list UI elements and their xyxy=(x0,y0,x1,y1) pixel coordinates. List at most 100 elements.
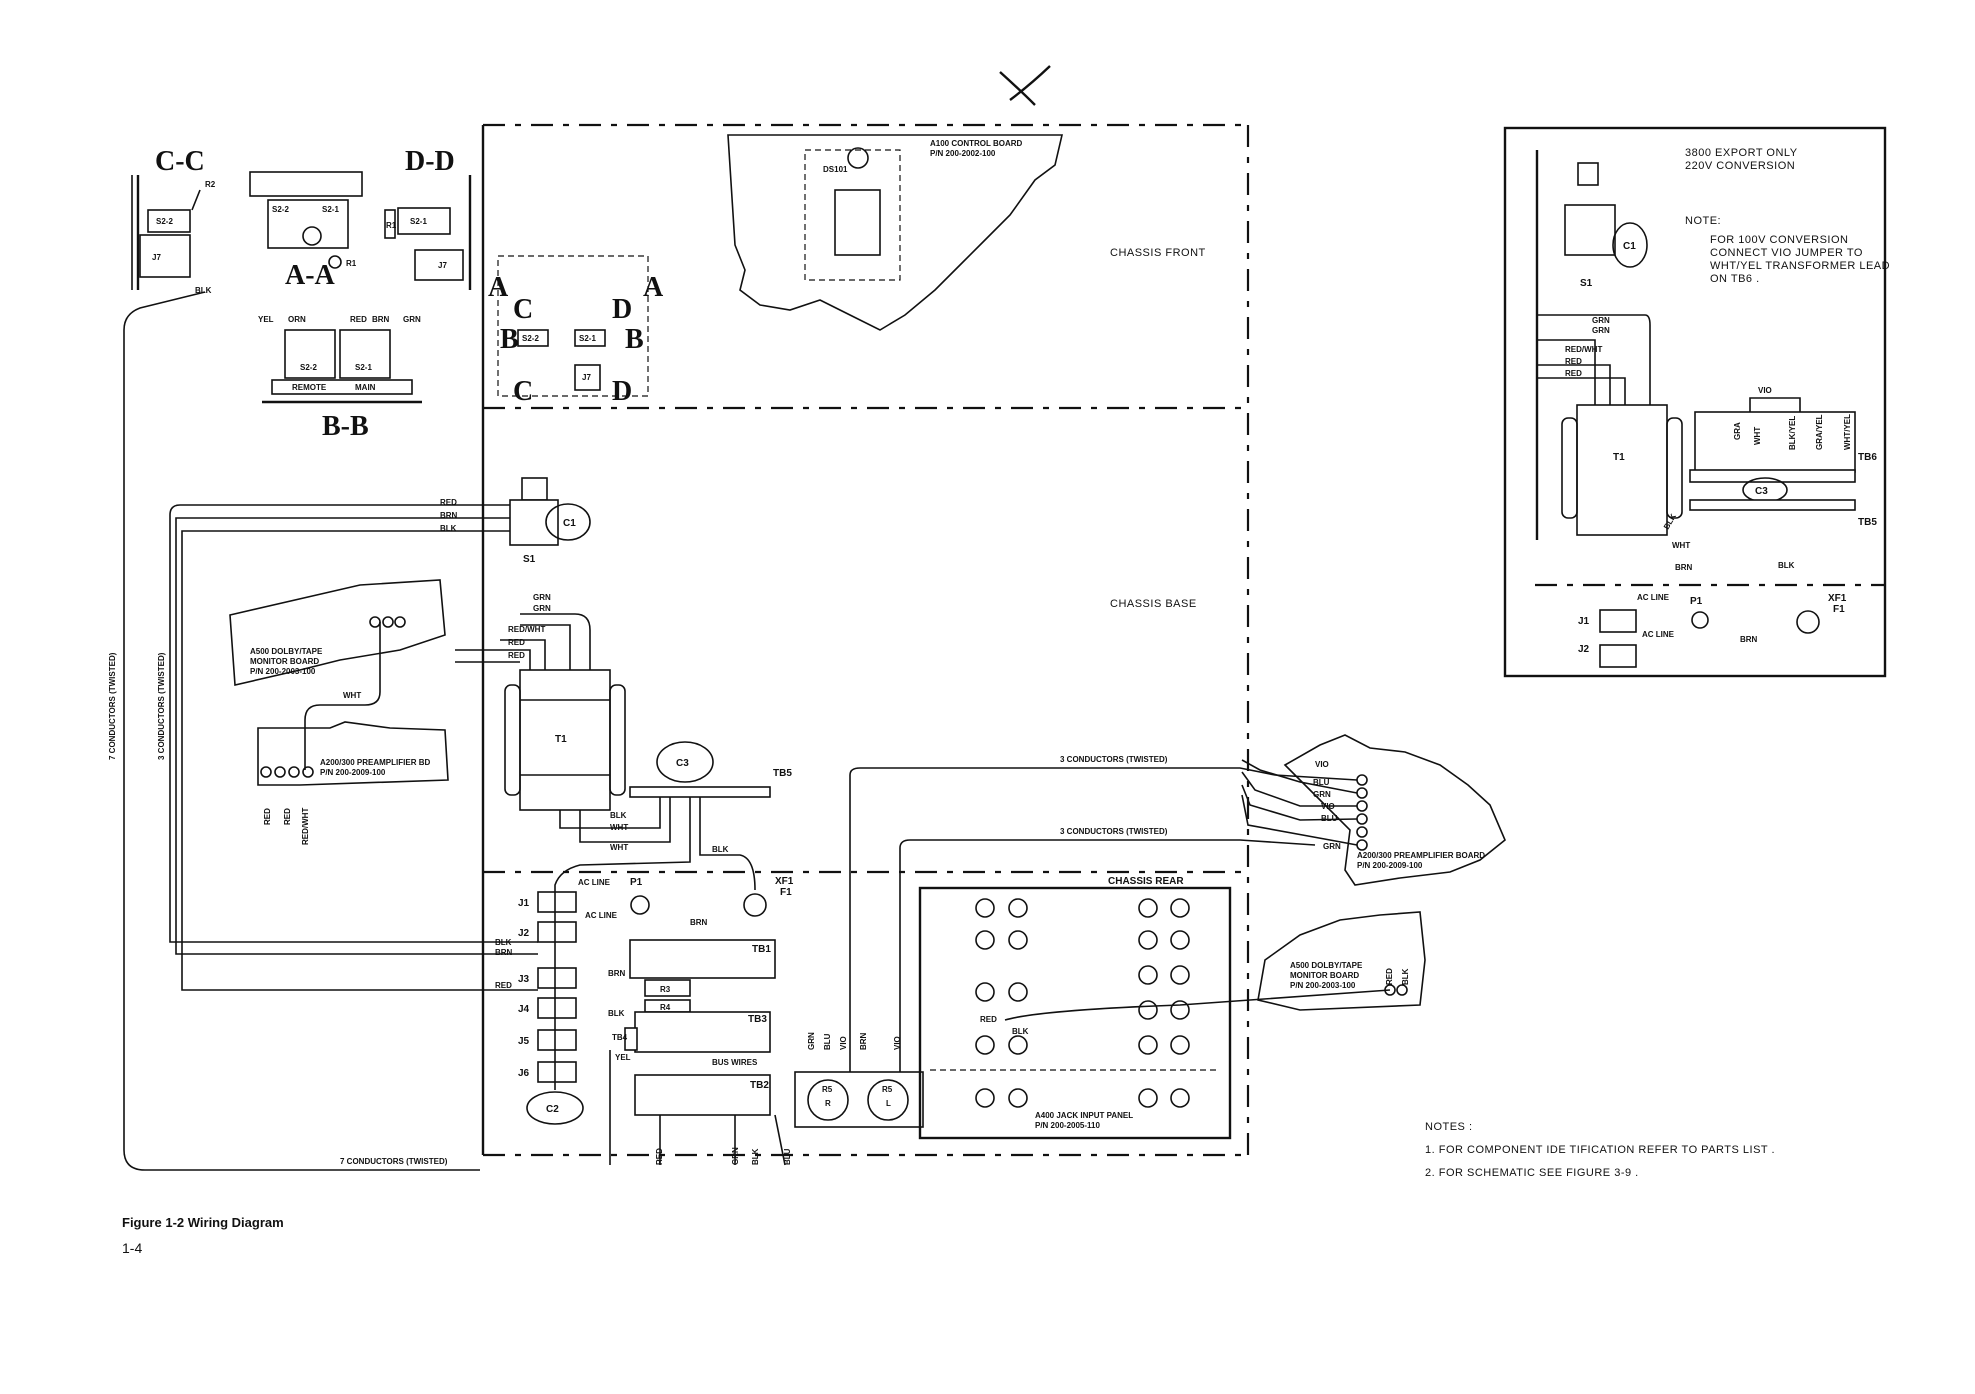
section-view-aa: S2-2 S2-1 R1 A-A xyxy=(249,171,363,291)
inset-wht-2: WHT xyxy=(1672,541,1690,550)
inset-whtyel: WHT/YEL xyxy=(1843,414,1852,450)
view-c-top: C xyxy=(513,294,533,325)
inset-red-2: RED xyxy=(1565,369,1582,378)
j4-label: J4 xyxy=(518,1004,530,1015)
inset-note-4: ON TB6 . xyxy=(1710,273,1760,285)
chassis-base-label: CHASSIS BASE xyxy=(1110,598,1197,610)
bb-grn-label: GRN xyxy=(403,315,421,324)
a200-red-2: RED xyxy=(283,808,292,825)
p1-acline: AC LINE xyxy=(578,878,611,887)
view-d-bottom: D xyxy=(612,376,632,407)
wht-wire-label: WHT xyxy=(343,691,361,700)
view-c-bottom: C xyxy=(513,376,533,407)
tb2-label: TB2 xyxy=(750,1080,769,1091)
a100-label: A100 CONTROL BOARD xyxy=(930,139,1023,148)
bottom-red: RED xyxy=(655,1148,664,1165)
aa-s2-2-label: S2-2 xyxy=(272,205,289,214)
section-label-cc: C-C xyxy=(155,146,205,177)
inset-j2-label: J2 xyxy=(1578,644,1590,655)
xf1-brn: BRN xyxy=(690,918,708,927)
a400-red: RED xyxy=(980,1015,997,1024)
bottom-blu: BLU xyxy=(783,1148,792,1165)
j6-label: J6 xyxy=(518,1068,530,1079)
right-blu-2: BLU xyxy=(1321,814,1338,823)
s1-brn-wire: BRN xyxy=(440,511,458,520)
view-a-left: A xyxy=(488,272,509,303)
t1-redwht: RED/WHT xyxy=(508,625,545,634)
bb-orn-label: ORN xyxy=(288,315,306,324)
cc-r2-label: R2 xyxy=(205,180,216,189)
a500r-red: RED xyxy=(1385,968,1394,985)
tb5-wht2: WHT xyxy=(610,843,628,852)
t1-red1: RED xyxy=(508,638,525,647)
inset-acline-2: AC LINE xyxy=(1642,630,1675,639)
tb5-c3: C3 TB5 BLK WHT WHT BLK xyxy=(610,741,792,854)
a500-dolby-board-right: A500 DOLBY/TAPE MONITOR BOARD P/N 200-20… xyxy=(1257,911,1426,1011)
j2-label: J2 xyxy=(518,928,530,939)
j5-label: J5 xyxy=(518,1036,530,1047)
s1-switch: C1 S1 RED BRN BLK xyxy=(440,477,591,565)
inset-tb5-label: TB5 xyxy=(1858,517,1877,528)
right-grn-2: GRN xyxy=(1323,842,1341,851)
tb1-label: TB1 xyxy=(752,944,771,955)
tb3-label: TB3 xyxy=(748,1014,767,1025)
page-number: 1-4 xyxy=(122,1240,142,1256)
a100-control-board: DS101 A100 CONTROL BOARD P/N 200-2002-10… xyxy=(727,134,1064,331)
chassis-front-label: CHASSIS FRONT xyxy=(1110,247,1206,259)
t1-grn2: GRN xyxy=(533,604,551,613)
tb3-yel: YEL xyxy=(615,1053,631,1062)
inset-grn-1: GRN xyxy=(1592,316,1610,325)
a500-pn-label: P/N 200-2003-100 xyxy=(250,667,316,676)
notes-2: 2. FOR SCHEMATIC SEE FIGURE 3-9 . xyxy=(1425,1167,1639,1179)
aa-s2-1-label: S2-1 xyxy=(322,205,339,214)
export-inset: 3800 EXPORT ONLY 220V CONVERSION NOTE: F… xyxy=(1503,126,1890,678)
inset-blkyel: BLK/YEL xyxy=(1788,416,1797,450)
a500r-label: A500 DOLBY/TAPE xyxy=(1290,961,1363,970)
p1-label: P1 xyxy=(630,877,643,888)
a100-pn-label: P/N 200-2002-100 xyxy=(930,149,996,158)
inset-t1-label: T1 xyxy=(1613,452,1625,463)
s1-label: S1 xyxy=(523,554,536,565)
inset-brn-2: BRN xyxy=(1740,635,1758,644)
a200-redwht: RED/WHT xyxy=(301,808,310,845)
tb3-blk: BLK xyxy=(608,1009,625,1018)
tb5-blk: BLK xyxy=(610,811,627,820)
a200r-label: A200/300 PREAMPLIFIER BOARD xyxy=(1357,851,1485,860)
inset-red-1: RED xyxy=(1565,357,1582,366)
bus-wires-label: BUS WIRES xyxy=(712,1058,758,1067)
figure-title: Figure 1-2 Wiring Diagram xyxy=(122,1215,284,1230)
bracket-view: A A C D B B C D S2-2 S2-1 J7 xyxy=(488,255,664,407)
pot-vio-2: VIO xyxy=(893,1036,902,1050)
a500-dolby-board-left: A500 DOLBY/TAPE MONITOR BOARD P/N 200-20… xyxy=(229,579,446,686)
rear-red: RED xyxy=(495,981,512,990)
inset-title-1: 3800 EXPORT ONLY xyxy=(1685,147,1798,159)
bracket-s2-2-label: S2-2 xyxy=(522,334,539,343)
bottom-grn: GRN xyxy=(731,1147,740,1165)
a400-pn-label: P/N 200-2005-110 xyxy=(1035,1121,1100,1130)
view-d-top: D xyxy=(612,294,632,325)
j1-acline: AC LINE xyxy=(585,911,618,920)
inset-blk-2: BLK xyxy=(1778,561,1795,570)
cc-s2-2-label: S2-2 xyxy=(156,217,173,226)
inset-tb6-label: TB6 xyxy=(1858,452,1877,463)
a400-label: A400 JACK INPUT PANEL xyxy=(1035,1111,1133,1120)
chassis-rear-label: CHASSIS REAR xyxy=(1108,876,1184,887)
inset-note-1: FOR 100V CONVERSION xyxy=(1710,234,1848,246)
pot-blu: BLU xyxy=(823,1033,832,1050)
a200r-pn-label: P/N 200-2009-100 xyxy=(1357,861,1423,870)
terminal-boards: TB1 R3 R4 TB3 TB4 BLK YEL BRN BUS WIRES … xyxy=(608,939,776,1116)
c3-label: C3 xyxy=(676,758,689,769)
tb4-label: TB4 xyxy=(612,1033,628,1042)
tb5-label: TB5 xyxy=(773,768,792,779)
pot-brn: BRN xyxy=(859,1032,868,1050)
inset-f1-label: F1 xyxy=(1833,604,1845,615)
inset-redwht: RED/WHT xyxy=(1565,345,1602,354)
bb-main-label: MAIN xyxy=(355,383,376,392)
r5-pots: R5 R5 R L xyxy=(794,1071,924,1128)
inset-note-2: CONNECT VIO JUMPER TO xyxy=(1710,247,1863,259)
notes-heading: NOTES : xyxy=(1425,1121,1473,1133)
a200-red-1: RED xyxy=(263,808,272,825)
inset-vio: VIO xyxy=(1758,386,1772,395)
c1-label: C1 xyxy=(563,518,576,529)
bb-remote-label: REMOTE xyxy=(292,383,327,392)
